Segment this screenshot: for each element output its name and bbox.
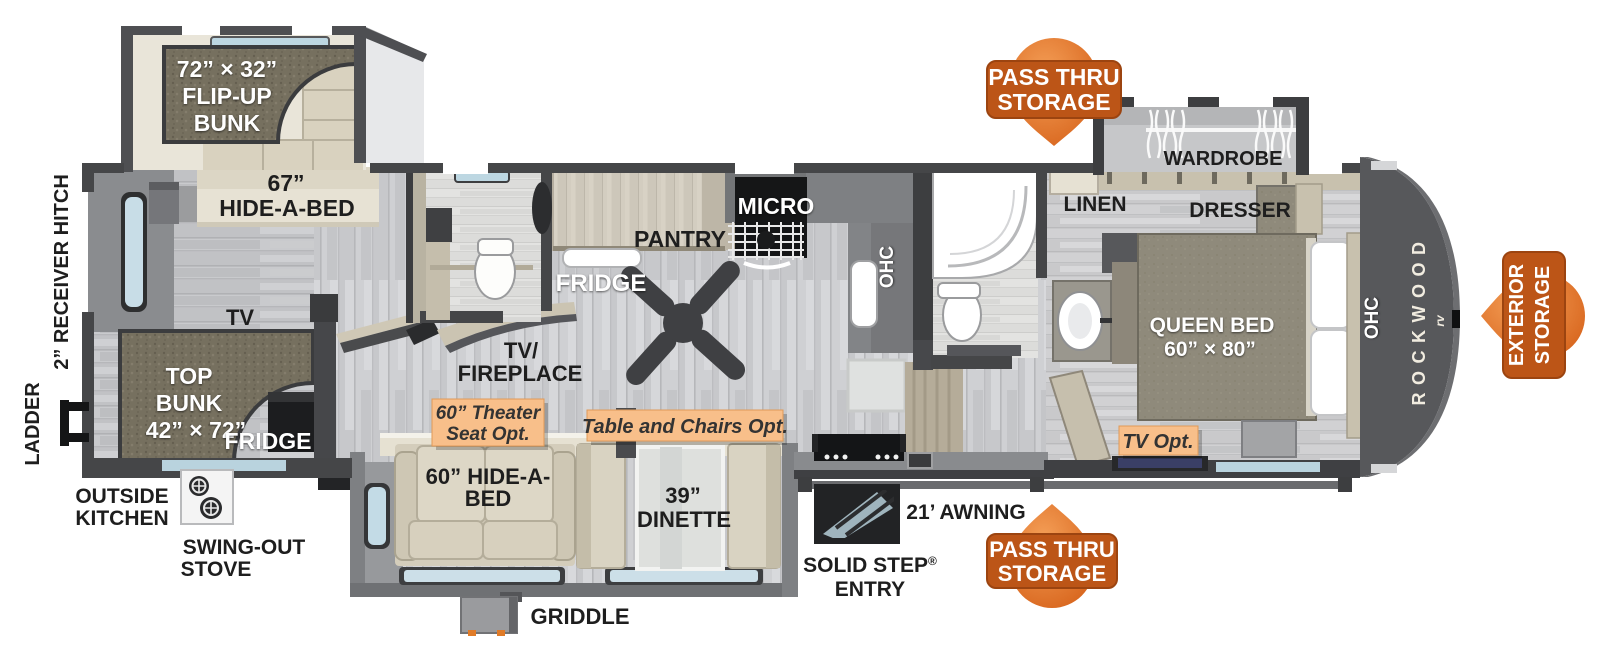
svg-text:BUNK: BUNK — [194, 110, 261, 136]
svg-text:2” RECEIVER HITCH: 2” RECEIVER HITCH — [51, 174, 73, 370]
svg-text:39”: 39” — [665, 483, 700, 508]
svg-text:FRIDGE: FRIDGE — [225, 428, 312, 454]
svg-text:72” × 32”: 72” × 32” — [177, 56, 277, 82]
svg-text:SWING-OUT: SWING-OUT — [183, 536, 306, 559]
svg-text:PASS THRU: PASS THRU — [988, 64, 1119, 90]
svg-text:FLIP-UP: FLIP-UP — [182, 83, 271, 109]
svg-text:KITCHEN: KITCHEN — [75, 507, 168, 530]
svg-text:PANTRY: PANTRY — [634, 226, 726, 252]
svg-text:60” × 80”: 60” × 80” — [1164, 338, 1256, 361]
svg-text:LADDER: LADDER — [22, 382, 44, 466]
svg-text:QUEEN BED: QUEEN BED — [1150, 314, 1275, 337]
svg-text:BED: BED — [465, 486, 511, 511]
svg-text:21’ AWNING: 21’ AWNING — [906, 501, 1025, 524]
svg-text:DINETTE: DINETTE — [637, 507, 731, 532]
svg-text:MICRO: MICRO — [738, 193, 815, 219]
svg-text:PASS THRU: PASS THRU — [989, 537, 1115, 562]
svg-text:67”: 67” — [267, 170, 304, 196]
svg-text:TV/: TV/ — [504, 338, 538, 363]
svg-text:GRIDDLE: GRIDDLE — [531, 604, 630, 629]
svg-text:STORAGE: STORAGE — [997, 89, 1110, 115]
svg-text:STORAGE: STORAGE — [1532, 266, 1554, 365]
svg-text:ENTRY: ENTRY — [835, 578, 905, 601]
svg-text:STOVE: STOVE — [181, 558, 252, 581]
svg-text:60” Theater: 60” Theater — [436, 403, 542, 424]
svg-text:TV Opt.: TV Opt. — [1122, 431, 1193, 453]
svg-text:TV: TV — [226, 305, 254, 330]
svg-text:DRESSER: DRESSER — [1189, 199, 1291, 222]
svg-text:ROCKWOOD: ROCKWOOD — [1409, 235, 1429, 406]
svg-text:OHC: OHC — [877, 246, 898, 289]
svg-text:Table and Chairs Opt.: Table and Chairs Opt. — [582, 416, 788, 438]
svg-text:FIREPLACE: FIREPLACE — [458, 361, 583, 386]
svg-text:Seat Opt.: Seat Opt. — [446, 424, 529, 445]
svg-text:rv: rv — [1433, 314, 1447, 327]
svg-text:WARDROBE: WARDROBE — [1164, 148, 1283, 170]
svg-text:60” HIDE-A-: 60” HIDE-A- — [426, 464, 551, 489]
svg-text:OHC: OHC — [1362, 297, 1383, 340]
svg-text:OUTSIDE: OUTSIDE — [75, 485, 168, 508]
svg-text:BUNK: BUNK — [156, 390, 223, 416]
svg-text:SOLID STEP®: SOLID STEP® — [803, 554, 937, 577]
svg-text:HIDE-A-BED: HIDE-A-BED — [219, 195, 354, 221]
svg-text:EXTERIOR: EXTERIOR — [1506, 263, 1528, 366]
svg-text:42” × 72”: 42” × 72” — [146, 417, 246, 443]
svg-text:LINEN: LINEN — [1064, 193, 1127, 216]
svg-text:FRIDGE: FRIDGE — [556, 270, 647, 297]
svg-text:STORAGE: STORAGE — [998, 561, 1106, 586]
svg-text:TOP: TOP — [166, 363, 213, 389]
